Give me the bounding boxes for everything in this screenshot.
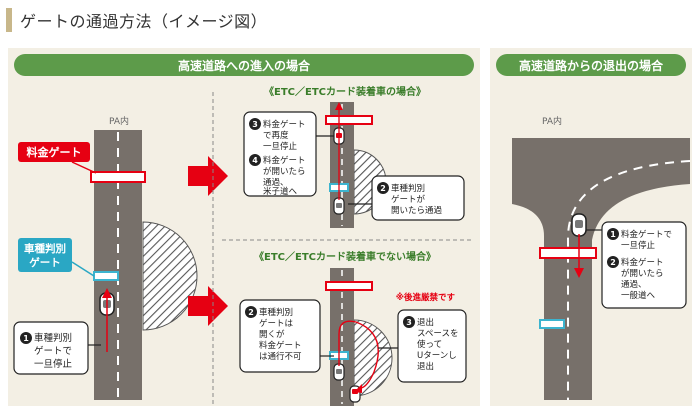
etc-case-title: 《ETC／ETCカード装着車の場合》 xyxy=(264,85,426,98)
page-title: ゲートの通過方法（イメージ図） xyxy=(6,6,267,34)
exit-step2-3: 通過、 xyxy=(621,279,647,290)
non-etc-step2-1: 車種判別 xyxy=(259,307,293,318)
non-etc-step3-badge xyxy=(403,316,415,328)
etc-car-bottom-window xyxy=(336,203,342,208)
etc-step2-badge-number: 2 xyxy=(380,184,386,193)
exit-step2-badge-number: 2 xyxy=(610,258,616,267)
title-accent-bar xyxy=(6,8,12,32)
arrow-to-non-etc-case xyxy=(188,286,228,326)
non-etc-step3-2: スペースを xyxy=(417,329,458,339)
non-etc-step2-4: 料金ゲート xyxy=(259,340,302,351)
etc-step4-2: が開いたら xyxy=(263,166,306,177)
turnaround-area xyxy=(142,221,198,331)
exit-step1-badge-number: 1 xyxy=(610,230,616,239)
toll-gate-label: 料金ゲート xyxy=(27,145,82,159)
stop-callout-box xyxy=(13,321,89,375)
etc-step2-3: 開いたら通過 xyxy=(391,205,443,216)
exit-step1-2: 一旦停止 xyxy=(621,240,656,251)
entry-header: 高速道路への進入の場合 xyxy=(14,54,474,76)
etc-step3-badge-number: 3 xyxy=(252,120,258,129)
etc-step3-3: 一旦停止 xyxy=(263,141,298,152)
stop-callout-2: ゲートで xyxy=(34,345,72,357)
etc-toll-gate xyxy=(325,115,373,125)
vehicle-gate-label-1: 車種判別 xyxy=(24,242,66,255)
exit-road xyxy=(512,138,690,400)
exit-vehicle-gate xyxy=(539,319,565,329)
exit-steps-box xyxy=(601,221,687,309)
exit-step2-1: 料金ゲート xyxy=(621,257,664,268)
pa-label-right: PA内 xyxy=(542,115,562,127)
etc-step3-badge xyxy=(249,118,261,130)
non-etc-step2-2: ゲートは xyxy=(259,318,294,329)
step1-badge xyxy=(20,332,32,344)
uturn-arrow xyxy=(354,384,362,393)
entry-path-arrow xyxy=(102,288,112,298)
etc-step4-badge-number: 4 xyxy=(252,156,258,165)
toll-gate xyxy=(90,171,146,183)
etc-step4-3: 通過、 xyxy=(263,177,289,188)
exit-toll-gate xyxy=(539,247,597,259)
vehicle-gate-label-box xyxy=(18,238,72,272)
etc-path-arrow xyxy=(335,102,343,110)
non-etc-turnaround xyxy=(353,319,393,397)
non-etc-step3-3: 使って xyxy=(417,339,442,350)
toll-gate-label-box xyxy=(18,142,90,162)
pa-label-left: PA内 xyxy=(109,115,129,127)
etc-step2-box xyxy=(371,175,465,221)
page-title-text: ゲートの通過方法（イメージ図） xyxy=(20,12,268,31)
exit-step2-badge xyxy=(607,256,619,268)
exit-step1-1: 料金ゲートで xyxy=(621,229,672,240)
non-etc-step2-box xyxy=(239,299,321,373)
non-etc-step2-badge-number: 2 xyxy=(248,308,254,317)
non-etc-step3-box xyxy=(397,309,467,383)
non-etc-toll-gate xyxy=(325,281,373,291)
step1-badge-number: 1 xyxy=(23,334,29,343)
exit-step1-badge xyxy=(607,228,619,240)
non-etc-step3-1: 退出 xyxy=(417,317,434,328)
etc-step2-1: 車種判別 xyxy=(391,183,425,194)
vehicle-gate-label-leader xyxy=(71,261,95,277)
vehicle-type-gate xyxy=(93,271,119,281)
non-etc-warning: ※後進厳禁です xyxy=(396,292,456,303)
etc-step4-1: 料金ゲート xyxy=(263,155,306,166)
exit-step2-2: が開いたら xyxy=(621,268,664,279)
non-etc-step3-5: 退出 xyxy=(417,361,434,372)
non-etc-step3-badge-number: 3 xyxy=(406,318,412,327)
non-etc-step2-badge xyxy=(245,306,257,318)
exit-header: 高速道路からの退出の場合 xyxy=(496,54,686,76)
non-etc-case-title: 《ETC／ETCカード装着車でない場合》 xyxy=(254,250,436,263)
vehicle-gate-label-2: ゲート xyxy=(29,256,61,269)
non-etc-step2-3: 開くが xyxy=(259,329,285,340)
arrow-to-etc-case xyxy=(188,156,228,196)
stop-callout-1: 車種判別 xyxy=(34,332,72,344)
exit-road-centerline xyxy=(567,160,691,400)
etc-step2-2: ゲートが xyxy=(391,194,426,205)
etc-step3-1: 料金ゲート xyxy=(263,119,306,130)
exit-path-arrow xyxy=(574,268,584,278)
non-etc-step3-4: Uターンし xyxy=(417,351,457,361)
etc-step4-badge xyxy=(249,154,261,166)
toll-gate-label-leader xyxy=(71,161,97,174)
etc-step3-2: で再度 xyxy=(263,130,289,141)
uturn-path xyxy=(338,320,379,389)
exit-car-window xyxy=(575,220,583,228)
etc-step34-box xyxy=(243,111,317,197)
etc-step4-4: 米子道へ xyxy=(263,186,298,197)
non-etc-step2-5: は通行不可 xyxy=(259,351,302,362)
stop-callout-3: 一旦停止 xyxy=(34,358,73,370)
exit-step2-4: 一般道へ xyxy=(621,290,656,301)
non-etc-car-window xyxy=(336,369,342,374)
etc-step2-badge xyxy=(377,182,389,194)
